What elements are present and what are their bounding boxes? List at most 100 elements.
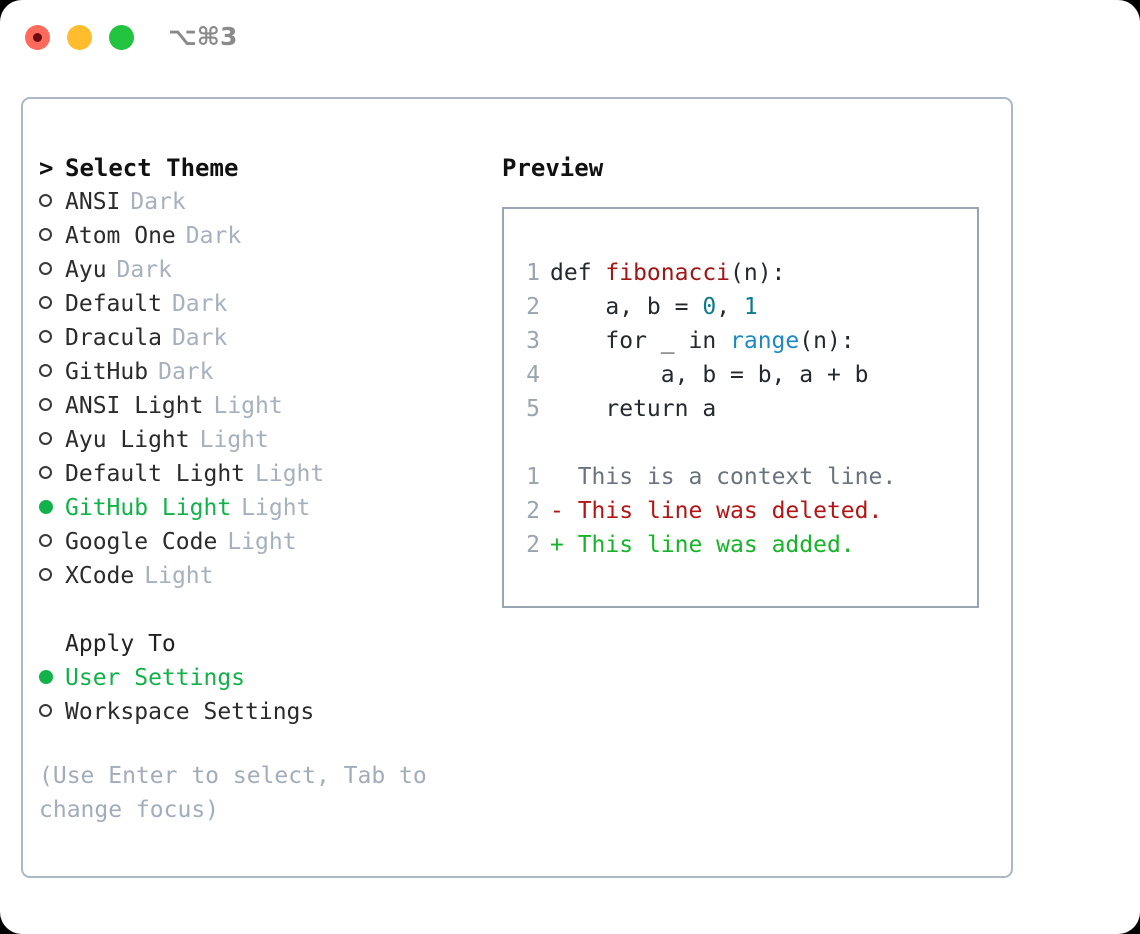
theme-kind: Dark	[116, 257, 172, 283]
code-line: 3 for _ in range(n):	[518, 324, 971, 358]
select-theme-header: > Select Theme	[39, 151, 469, 185]
diff-sign	[550, 464, 578, 490]
theme-kind: Light	[227, 529, 297, 555]
line-number: 2	[526, 294, 540, 320]
radio-unselected-icon[interactable]	[39, 253, 65, 287]
code-token: (n):	[799, 328, 855, 354]
theme-name: GitHub Light	[65, 495, 232, 521]
code-token: for _ in	[550, 328, 731, 354]
theme-kind: Light	[199, 427, 269, 453]
line-number: 2	[526, 532, 540, 558]
prompt-caret-icon: >	[39, 154, 54, 182]
theme-name: Ayu	[65, 257, 107, 283]
theme-kind: Light	[213, 393, 283, 419]
code-token: return a	[550, 396, 717, 422]
radio-unselected-icon[interactable]	[39, 389, 65, 423]
code-token: a, b = b, a + b	[550, 362, 869, 388]
theme-name: Default Light	[65, 461, 246, 487]
apply-to-label: User Settings	[65, 665, 246, 691]
theme-name: Dracula	[65, 325, 162, 351]
title-bar: ⌥⌘3	[0, 0, 1140, 78]
radio-selected-icon[interactable]	[39, 491, 65, 525]
theme-name: GitHub	[65, 359, 149, 385]
code-line: 5 return a	[518, 392, 971, 426]
code-line: 2 a, b = 0, 1	[518, 290, 971, 324]
diff-text: This line was added.	[577, 532, 855, 558]
theme-kind: Dark	[130, 189, 186, 215]
code-token: def	[550, 260, 606, 286]
radio-unselected-icon[interactable]	[39, 321, 65, 355]
theme-name: Atom One	[65, 223, 176, 249]
code-line: 4 a, b = b, a + b	[518, 358, 971, 392]
radio-unselected-icon[interactable]	[39, 457, 65, 491]
diff-spacer	[518, 426, 971, 460]
theme-kind: Dark	[185, 223, 242, 249]
theme-item-ayu-light[interactable]: Ayu Light Light	[39, 423, 469, 457]
code-token: (n):	[730, 260, 786, 286]
select-theme-label: Select Theme	[65, 154, 239, 182]
radio-unselected-icon[interactable]	[39, 219, 65, 253]
theme-name: ANSI	[65, 189, 121, 215]
code-token: 0	[702, 294, 717, 320]
minimize-button[interactable]	[67, 25, 92, 50]
theme-item-ayu-dark[interactable]: Ayu Dark	[39, 253, 469, 287]
theme-item-xcode[interactable]: XCode Light	[39, 559, 469, 593]
radio-unselected-icon[interactable]	[39, 287, 65, 321]
theme-item-github-dark[interactable]: GitHub Dark	[39, 355, 469, 389]
section-spacer	[39, 593, 469, 627]
line-number: 4	[526, 362, 540, 388]
theme-item-ansi-dark[interactable]: ANSI Dark	[39, 185, 469, 219]
theme-item-google-code[interactable]: Google Code Light	[39, 525, 469, 559]
theme-item-default-light[interactable]: Default Light Light	[39, 457, 469, 491]
line-number: 3	[526, 328, 540, 354]
theme-item-github-light[interactable]: GitHub Light Light	[39, 491, 469, 525]
code-token: a, b =	[550, 294, 703, 320]
theme-kind: Dark	[158, 359, 214, 385]
diff-sign: -	[550, 498, 578, 524]
radio-unselected-icon[interactable]	[39, 185, 65, 219]
window-controls	[25, 25, 134, 50]
apply-to-header: Apply To	[65, 631, 176, 657]
theme-kind: Light	[241, 495, 311, 521]
radio-unselected-icon[interactable]	[39, 355, 65, 389]
radio-selected-icon[interactable]	[39, 661, 65, 695]
apply-to-workspace-settings[interactable]: Workspace Settings	[39, 695, 469, 729]
theme-name: Google Code	[65, 529, 218, 555]
maximize-button[interactable]	[109, 25, 134, 50]
radio-unselected-icon[interactable]	[39, 559, 65, 593]
apply-to-label: Workspace Settings	[65, 699, 315, 725]
code-token: fibonacci	[605, 260, 731, 286]
theme-kind: Light	[144, 563, 214, 589]
close-button[interactable]	[25, 25, 50, 50]
theme-kind: Light	[255, 461, 325, 487]
diff-line-deleted: 2- This line was deleted.	[518, 494, 971, 528]
diff-line-context: 1 This is a context line.	[518, 460, 971, 494]
theme-name: ANSI Light	[65, 393, 204, 419]
theme-item-ansi-light[interactable]: ANSI Light Light	[39, 389, 469, 423]
radio-unselected-icon[interactable]	[39, 423, 65, 457]
theme-name: Default	[65, 291, 162, 317]
theme-name: XCode	[65, 563, 135, 589]
theme-name: Ayu Light	[65, 427, 190, 453]
line-number: 5	[526, 396, 540, 422]
radio-unselected-icon[interactable]	[39, 695, 65, 729]
keyboard-shortcut-label: ⌥⌘3	[168, 22, 238, 51]
apply-to-user-settings[interactable]: User Settings	[39, 661, 469, 695]
preview-title: Preview	[502, 154, 604, 182]
code-token: ,	[716, 294, 744, 320]
diff-sign: +	[550, 532, 578, 558]
radio-unselected-icon[interactable]	[39, 525, 65, 559]
line-number: 1	[526, 464, 540, 490]
diff-line-added: 2 + This line was added.	[518, 528, 971, 562]
diff-text: This line was deleted.	[577, 498, 883, 524]
keyboard-hint-text: (Use Enter to select, Tab to change focu…	[39, 763, 427, 823]
theme-item-atom-one-dark[interactable]: Atom One Dark	[39, 219, 469, 253]
